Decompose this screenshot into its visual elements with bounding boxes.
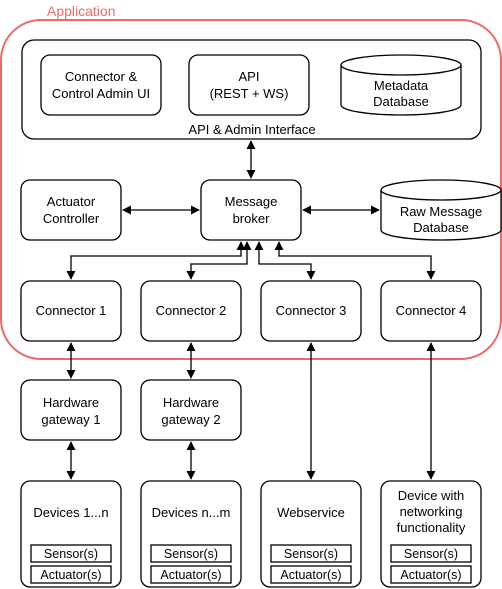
metadata-database: Metadata Database bbox=[340, 54, 462, 116]
hardware-gateway-1: Hardware gateway 1 bbox=[20, 379, 122, 441]
application-label: Application bbox=[47, 3, 116, 19]
api-admin-interface-label: API & Admin Interface bbox=[188, 122, 315, 137]
raw-message-database-label-line2: Database bbox=[413, 220, 469, 235]
device-group-1-title: Devices 1...n bbox=[33, 505, 108, 520]
webservice-actuator-label: Actuator(s) bbox=[280, 568, 341, 582]
device-group-2-sensor-box bbox=[150, 544, 232, 563]
webservice-actuator-box bbox=[270, 565, 352, 584]
connector-3-label: Connector 3 bbox=[276, 303, 347, 318]
connector-4: Connector 4 bbox=[380, 280, 482, 342]
device-group-2: Devices n...m Sensor(s) Actuator(s) bbox=[140, 480, 242, 588]
raw-message-database-label-line1: Raw Message bbox=[400, 204, 482, 219]
webservice-sensor-box bbox=[270, 544, 352, 563]
actuator-controller-box bbox=[20, 179, 122, 241]
actuator-controller-label-line2: Controller bbox=[43, 211, 100, 226]
hardware-gateway-1-label-line1: Hardware bbox=[43, 395, 99, 410]
raw-message-database: Raw Message Database bbox=[380, 179, 502, 241]
webservice-sensor-label: Sensor(s) bbox=[284, 547, 338, 561]
device-group-1-actuator-label: Actuator(s) bbox=[40, 568, 101, 582]
networked-device-title-line1: Device with bbox=[398, 488, 464, 503]
networked-device-actuator-label: Actuator(s) bbox=[400, 568, 461, 582]
hardware-gateway-2-label-line2: gateway 2 bbox=[161, 412, 220, 427]
connector-1-label: Connector 1 bbox=[36, 303, 107, 318]
networked-device-sensor-box bbox=[390, 544, 472, 563]
connector-3: Connector 3 bbox=[260, 280, 362, 342]
api-label-line2: (REST + WS) bbox=[210, 86, 289, 101]
metadata-database-label-line2: Database bbox=[373, 94, 429, 109]
edge-broker-connector-4 bbox=[274, 241, 436, 280]
edge-broker-connector-2 bbox=[186, 241, 252, 280]
webservice: Webservice Sensor(s) Actuator(s) bbox=[260, 480, 362, 588]
device-group-2-sensor-label: Sensor(s) bbox=[164, 547, 218, 561]
connector-control-admin-ui-label-line1: Connector & bbox=[65, 69, 138, 84]
device-group-1-sensor-label: Sensor(s) bbox=[44, 547, 98, 561]
message-broker-box bbox=[200, 179, 302, 241]
device-group-1-actuator-box bbox=[30, 565, 112, 584]
device-group-2-actuator-box bbox=[150, 565, 232, 584]
connector-2-label: Connector 2 bbox=[156, 303, 227, 318]
networked-device-actuator-box bbox=[390, 565, 472, 584]
networked-device-title-line3: functionality bbox=[397, 520, 466, 535]
networked-device-title-line2: networking bbox=[400, 504, 463, 519]
connector-2: Connector 2 bbox=[140, 280, 242, 342]
api-label-line1: API bbox=[239, 69, 260, 84]
hardware-gateway-2-label-line1: Hardware bbox=[163, 395, 219, 410]
message-broker-label-line1: Message bbox=[225, 194, 278, 209]
connector-1: Connector 1 bbox=[20, 280, 122, 342]
connector-control-admin-ui-box bbox=[40, 54, 162, 116]
device-group-1-sensor-box bbox=[30, 544, 112, 563]
api-box bbox=[188, 54, 310, 116]
actuator-controller-label-line1: Actuator bbox=[47, 194, 96, 209]
hardware-gateway-2: Hardware gateway 2 bbox=[140, 379, 242, 441]
message-broker-label-line2: broker bbox=[233, 211, 271, 226]
networked-device: Device with networking functionality Sen… bbox=[380, 480, 482, 588]
networked-device-sensor-label: Sensor(s) bbox=[404, 547, 458, 561]
metadata-database-label-line1: Metadata bbox=[374, 78, 429, 93]
connector-control-admin-ui-label-line2: Control Admin UI bbox=[52, 86, 150, 101]
hardware-gateway-1-label-line2: gateway 1 bbox=[41, 412, 100, 427]
device-group-2-title: Devices n...m bbox=[152, 505, 231, 520]
device-group-2-actuator-label: Actuator(s) bbox=[160, 568, 221, 582]
device-group-1: Devices 1...n Sensor(s) Actuator(s) bbox=[20, 480, 122, 588]
edge-broker-connector-1 bbox=[66, 241, 246, 280]
edge-broker-connector-3 bbox=[254, 241, 316, 280]
webservice-title: Webservice bbox=[277, 505, 345, 520]
connector-4-label: Connector 4 bbox=[396, 303, 467, 318]
